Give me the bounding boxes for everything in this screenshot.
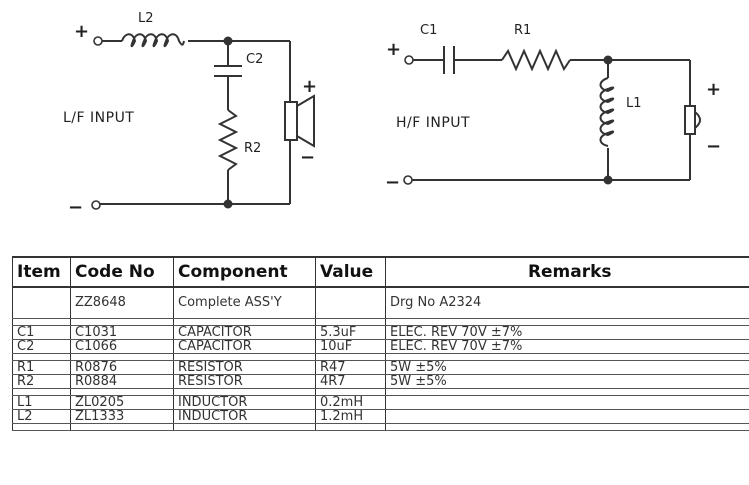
parts-list-table: Item Code No Component Value Remarks ZZ8… bbox=[12, 256, 749, 431]
table-spacer bbox=[12, 318, 749, 326]
hf-speaker-icon bbox=[684, 105, 696, 135]
cell-code: ZL1333 bbox=[70, 409, 174, 424]
cell-remarks: ELEC. REV 70V ±7% bbox=[385, 325, 749, 340]
hf-input-label: H/F INPUT bbox=[396, 115, 470, 131]
cell-code: C1031 bbox=[70, 325, 174, 340]
table-spacer bbox=[12, 423, 749, 431]
cell-remarks: 5W ±5% bbox=[385, 360, 749, 375]
lf-speaker-icon bbox=[284, 101, 298, 141]
lf-plus-terminal bbox=[93, 36, 103, 46]
cell-component: Complete ASS'Y bbox=[173, 287, 316, 319]
cell-value: 0.2mH bbox=[315, 395, 386, 410]
table-row: ZZ8648 Complete ASS'Y Drg No A2324 bbox=[12, 287, 749, 319]
cell-item: R1 bbox=[12, 360, 71, 375]
lf-minus-terminal bbox=[91, 200, 101, 210]
cell-item bbox=[12, 287, 71, 319]
high-pass-circuit: + C1 R1 L1 − + − H/F INPUT bbox=[385, 23, 721, 193]
header-code-no: Code No bbox=[70, 256, 174, 288]
l1-label: L1 bbox=[626, 96, 642, 111]
cell-value: R47 bbox=[315, 360, 386, 375]
c1-label: C1 bbox=[420, 23, 437, 38]
table-row: R1 R0876 RESISTOR R47 5W ±5% bbox=[12, 360, 749, 375]
lf-minus-sign: − bbox=[68, 197, 83, 218]
cell-item: L1 bbox=[12, 395, 71, 410]
header-remarks: Remarks bbox=[385, 256, 749, 288]
table-spacer bbox=[12, 388, 749, 396]
cell-remarks: Drg No A2324 bbox=[385, 287, 749, 319]
hf-speaker-minus: − bbox=[706, 136, 721, 157]
hf-speaker-plus: + bbox=[706, 79, 721, 100]
hf-plus-terminal bbox=[404, 55, 414, 65]
table-row: L1 ZL0205 INDUCTOR 0.2mH bbox=[12, 395, 749, 410]
cell-component: INDUCTOR bbox=[173, 395, 316, 410]
table-row: L2 ZL1333 INDUCTOR 1.2mH bbox=[12, 409, 749, 424]
cell-remarks: 5W ±5% bbox=[385, 374, 749, 389]
low-pass-circuit: + L2 C2 R2 − + − L/F INPUT bbox=[63, 11, 317, 218]
table-row: C1 C1031 CAPACITOR 5.3uF ELEC. REV 70V ±… bbox=[12, 325, 749, 340]
cell-value: 4R7 bbox=[315, 374, 386, 389]
cell-component: RESISTOR bbox=[173, 360, 316, 375]
hf-minus-sign: − bbox=[385, 172, 400, 193]
r1-label: R1 bbox=[514, 23, 531, 38]
header-component: Component bbox=[173, 256, 316, 288]
cell-value: 10uF bbox=[315, 339, 386, 354]
inductor-l2-symbol bbox=[121, 33, 185, 48]
cell-remarks bbox=[385, 409, 749, 424]
cell-component: CAPACITOR bbox=[173, 325, 316, 340]
cell-code: ZL0205 bbox=[70, 395, 174, 410]
cell-remarks bbox=[385, 395, 749, 410]
l2-label: L2 bbox=[138, 11, 154, 26]
cell-item: L2 bbox=[12, 409, 71, 424]
cell-remarks: ELEC. REV 70V ±7% bbox=[385, 339, 749, 354]
cell-value bbox=[315, 287, 386, 319]
table-spacer bbox=[12, 353, 749, 361]
cell-value: 5.3uF bbox=[315, 325, 386, 340]
crossover-schematic: + L2 C2 R2 − + − L/F INPUT + bbox=[63, 11, 721, 218]
resistor-r2-symbol bbox=[217, 109, 239, 171]
cell-item: C1 bbox=[12, 325, 71, 340]
cell-item: R2 bbox=[12, 374, 71, 389]
cell-component: RESISTOR bbox=[173, 374, 316, 389]
cell-component: CAPACITOR bbox=[173, 339, 316, 354]
lf-speaker-minus: − bbox=[300, 147, 315, 168]
inductor-l1-symbol bbox=[599, 77, 615, 147]
header-value: Value bbox=[315, 256, 386, 288]
table-row: R2 R0884 RESISTOR 4R7 5W ±5% bbox=[12, 374, 749, 389]
header-item: Item bbox=[12, 256, 71, 288]
cell-code: C1066 bbox=[70, 339, 174, 354]
table-header-row: Item Code No Component Value Remarks bbox=[12, 256, 749, 288]
lf-input-label: L/F INPUT bbox=[63, 110, 134, 126]
cell-code: ZZ8648 bbox=[70, 287, 174, 319]
table-row: C2 C1066 CAPACITOR 10uF ELEC. REV 70V ±7… bbox=[12, 339, 749, 354]
lf-speaker-plus: + bbox=[302, 76, 317, 97]
lf-plus-sign: + bbox=[74, 21, 89, 42]
hf-plus-sign: + bbox=[386, 39, 401, 60]
cell-component: INDUCTOR bbox=[173, 409, 316, 424]
resistor-r1-symbol bbox=[501, 48, 571, 72]
r2-label: R2 bbox=[244, 141, 261, 156]
hf-minus-terminal bbox=[403, 175, 413, 185]
cell-item: C2 bbox=[12, 339, 71, 354]
cell-code: R0884 bbox=[70, 374, 174, 389]
cell-value: 1.2mH bbox=[315, 409, 386, 424]
c2-label: C2 bbox=[246, 52, 263, 67]
cell-code: R0876 bbox=[70, 360, 174, 375]
